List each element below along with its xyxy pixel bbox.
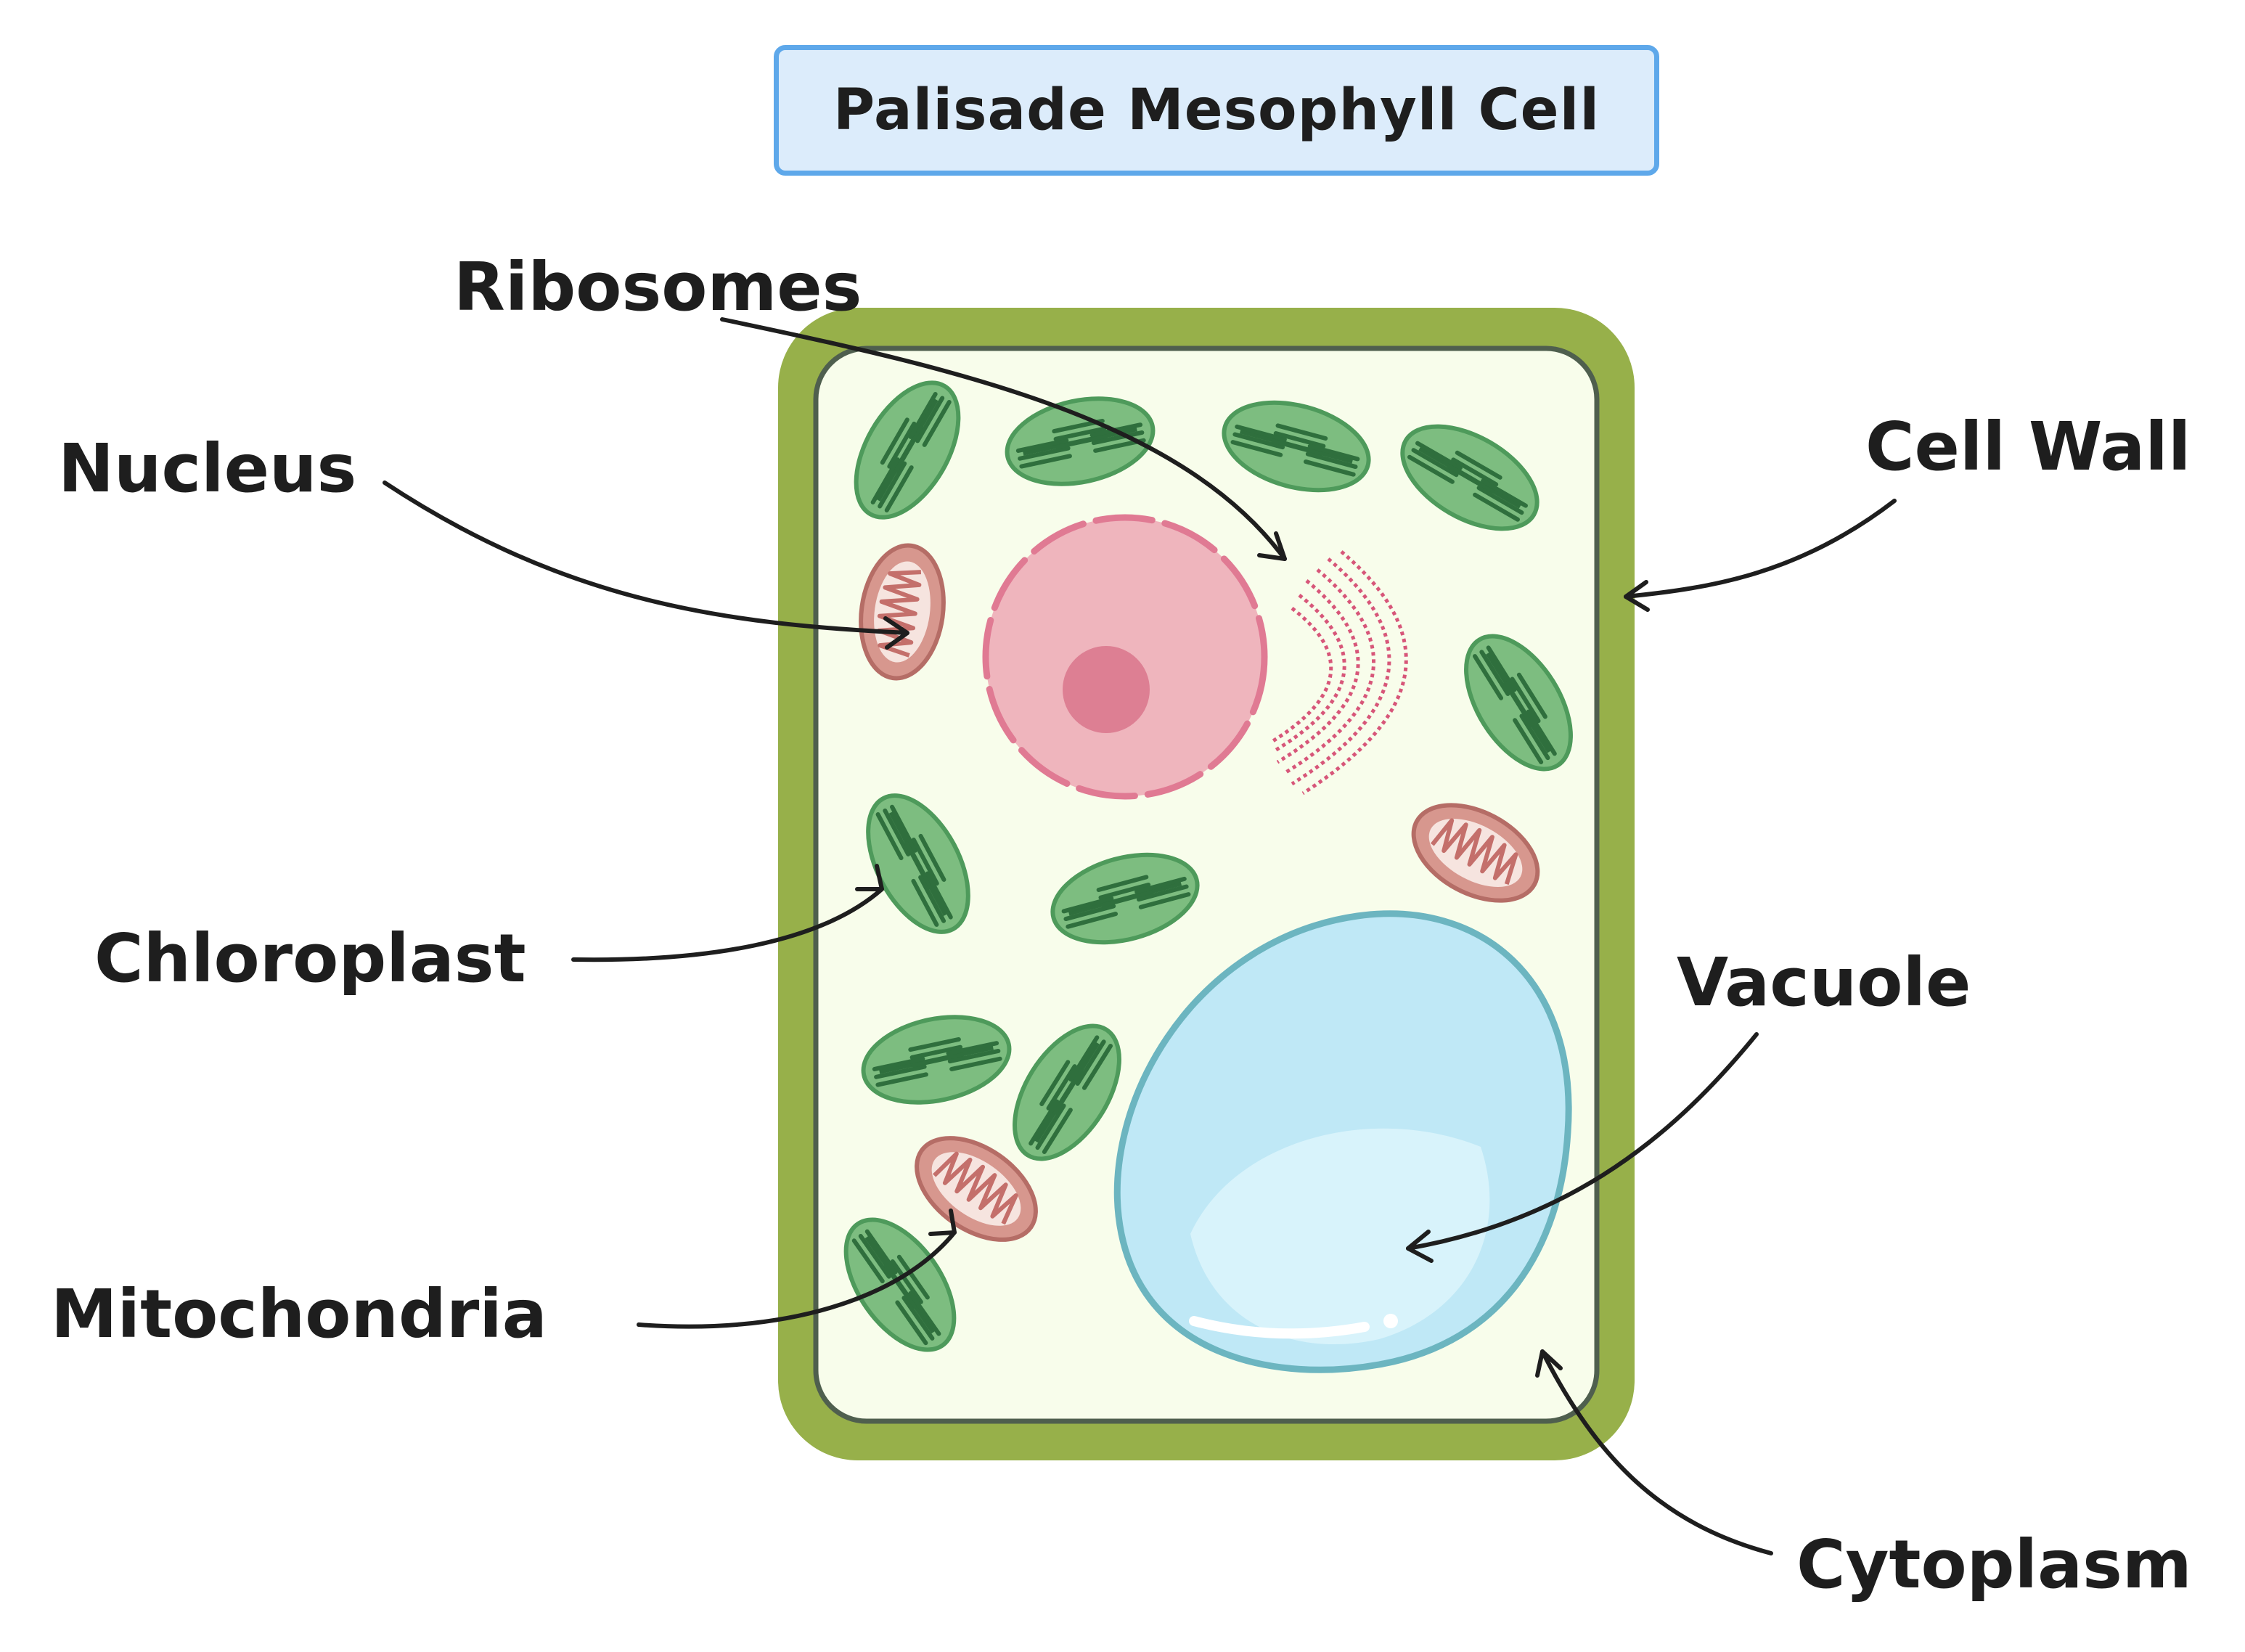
vacuole-arrow [1406, 1032, 1759, 1251]
title-box: Palisade Mesophyll Cell [774, 45, 1659, 176]
ribosomes [1270, 550, 1408, 796]
label-nucleus: Nucleus [58, 430, 357, 507]
nucleolus [1063, 646, 1150, 733]
cell-wall-arrow [1624, 499, 1897, 599]
vacuole [1113, 910, 1572, 1373]
label-cell-wall: Cell Wall [1865, 408, 2191, 486]
label-mitochondria: Mitochondria [51, 1275, 547, 1353]
nucleus [982, 514, 1268, 800]
label-chloroplast: Chloroplast [94, 920, 526, 997]
label-cytoplasm: Cytoplasm [1796, 1526, 2192, 1603]
chloroplast-arrow [571, 887, 884, 962]
label-vacuole: Vacuole [1677, 944, 1971, 1021]
diagram-title: Palisade Mesophyll Cell [833, 78, 1600, 143]
ribosomes-arrow [720, 317, 1287, 561]
mitochondria-arrow [637, 1230, 957, 1329]
label-arrows [383, 317, 1897, 1555]
cytoplasm-arrow [1540, 1349, 1773, 1555]
nucleus-arrow [383, 481, 909, 635]
label-ribosomes: Ribosomes [454, 248, 862, 326]
